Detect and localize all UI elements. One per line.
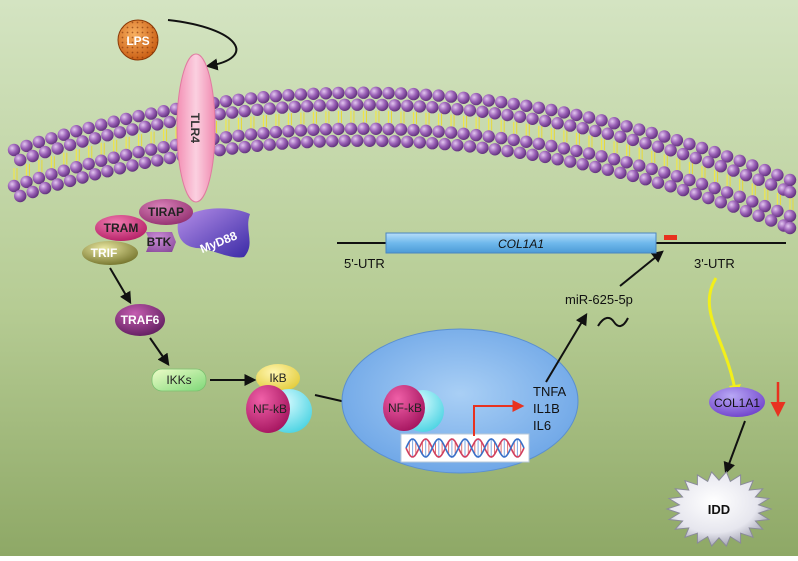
tirap-shape <box>139 199 193 225</box>
tlr4-label: TLR4 <box>188 113 202 143</box>
ikks-label: IKKs <box>166 373 191 387</box>
idd-starburst <box>665 470 773 548</box>
idd-disease: IDD <box>665 470 773 548</box>
dna-helix <box>405 438 525 458</box>
lps-molecule: LPS <box>117 19 159 61</box>
ikks-node: IKKs <box>151 368 207 392</box>
idd-label: IDD <box>708 502 730 517</box>
nfkb-nuclear: NF-kB <box>383 385 444 432</box>
trif-label: TRIF <box>91 246 118 260</box>
dna-box <box>400 433 530 463</box>
traf6-node: TRAF6 <box>115 304 165 336</box>
tram-shape <box>95 215 147 241</box>
translation-arrow <box>707 277 737 391</box>
transcription-arrow <box>473 400 525 436</box>
utr3-label: 3'-UTR <box>694 256 735 271</box>
traf6-to-ikks-arrow <box>149 337 170 366</box>
lps-label: LPS <box>126 34 149 48</box>
nfkb-nuc-shape <box>383 385 425 431</box>
lipid-tails <box>13 110 794 210</box>
traf6-label: TRAF6 <box>121 313 160 327</box>
nfkb-cyto-label: NF-kB <box>253 402 287 416</box>
adaptor-complex: MyD88 TIRAP TRAM BTK TRIF <box>82 199 250 265</box>
myd88-shape <box>177 208 250 258</box>
ikb-nfkb-complex: IkB NF-kB <box>246 364 312 433</box>
lps-to-tlr4-arrow <box>167 19 238 71</box>
tirap-label: TIRAP <box>148 205 184 219</box>
nfkb-cyto-shape <box>246 385 290 433</box>
btk-label: BTK <box>147 235 172 249</box>
cytokine-to-mirna-arrow <box>545 312 588 383</box>
col1a1-protein: COL1A1 <box>709 387 765 417</box>
il1b-label: IL1B <box>533 401 560 416</box>
mirna-squiggle <box>597 316 629 328</box>
ikb-shape <box>256 364 300 392</box>
ikb-label: IkB <box>269 371 286 385</box>
btk-shape <box>146 232 176 252</box>
protein-label: COL1A1 <box>714 396 760 410</box>
utr5-label: 5'-UTR <box>344 256 385 271</box>
nfkb-nuc-label: NF-kB <box>388 401 422 415</box>
mirna-binding-site <box>664 235 677 240</box>
tlr4-receptor: TLR4 <box>176 53 216 203</box>
protein-to-idd-arrow <box>723 420 746 475</box>
col1a1-gene-bar <box>385 232 657 254</box>
trif-to-traf6-arrow <box>109 267 132 305</box>
gene-label: COL1A1 <box>498 237 544 251</box>
tnfa-label: TNFA <box>533 384 567 399</box>
tram-label: TRAM <box>104 221 139 235</box>
mirna-label: miR-625-5p <box>565 292 633 307</box>
il6-label: IL6 <box>533 418 551 433</box>
trif-shape <box>82 241 138 265</box>
mirna-to-utr-arrow <box>619 250 664 287</box>
